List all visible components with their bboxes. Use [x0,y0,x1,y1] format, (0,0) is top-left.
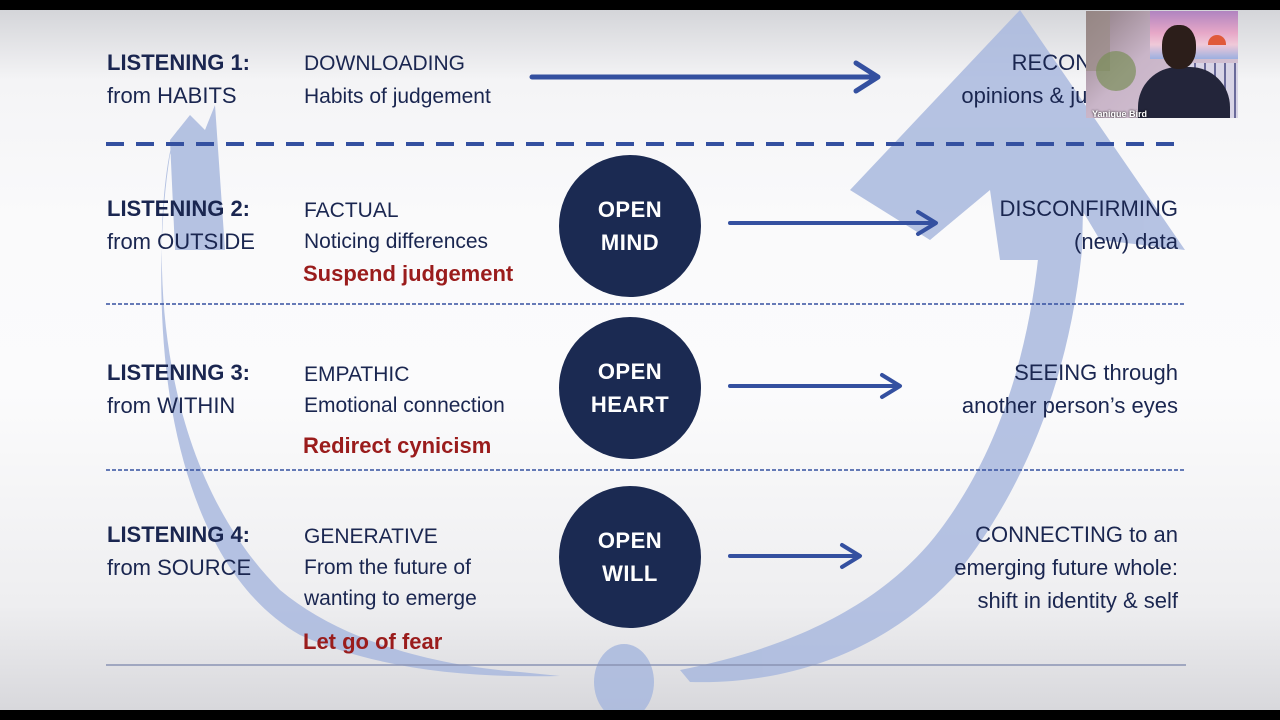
row-1-mode: DOWNLOADING [304,52,466,75]
arrow-row-3 [728,373,902,399]
video-background-sun [1208,35,1226,45]
circle-open-heart-line-2: HEART [590,392,670,417]
participant-head [1162,25,1196,69]
row-2-level-source: from OUTSIDE [107,229,255,254]
row-1-level-title: LISTENING 1: [107,50,251,75]
slide-graphics [106,10,1186,710]
circle-open-heart-line-1: OPEN [597,359,663,384]
row-4-level-title: LISTENING 4: [107,522,251,547]
row-3-level-source: from WITHIN [107,393,236,418]
row-4-outcome-line-1: CONNECTING to an [975,522,1178,547]
circle-open-heart: OPEN HEART [559,317,701,459]
row-4-mode: GENERATIVE [304,525,438,548]
video-background-plant [1096,51,1136,91]
row-3-description: Emotional connection [304,394,505,417]
participant-body [1138,67,1230,118]
circle-open-will-line-2: WILL [602,561,658,586]
circle-open-mind-line-2: MIND [600,230,660,255]
arrow-row-1 [529,60,881,94]
row-3-action: Redirect cynicism [303,433,492,458]
brush-bottom-dot [594,644,654,710]
slide: LISTENING 1: from HABITS DOWNLOADING Hab… [0,10,1280,710]
participant-video-tile[interactable]: Yanique Bird [1086,11,1238,118]
row-2-level-title: LISTENING 2: [107,196,251,221]
row-4-level-source: from SOURCE [107,555,252,580]
row-2-description: Noticing differences [304,230,489,253]
row-2-outcome-line-1: DISCONFIRMING [999,196,1178,221]
row-2-mode: FACTUAL [304,199,399,222]
row-2-action: Suspend judgement [303,261,514,286]
circle-open-will-line-1: OPEN [597,528,663,553]
row-4-action: Let go of fear [303,629,443,654]
letterbox-top [0,0,1280,10]
row-3-level-title: LISTENING 3: [107,360,251,385]
row-3-outcome-line-2: another person’s eyes [961,393,1178,418]
arrow-row-2 [728,210,938,236]
row-4-outcome-line-3: shift in identity & self [977,588,1178,613]
row-2-outcome-line-2: (new) data [1074,229,1178,254]
circle-open-mind-line-1: OPEN [597,197,663,222]
circle-open-mind: OPEN MIND [559,155,701,297]
circle-open-will: OPEN WILL [559,486,701,628]
brush-u-arrow [161,10,1185,710]
row-1-level-source: from HABITS [107,83,237,108]
row-3-mode: EMPATHIC [304,363,410,386]
brush-arrow-head [850,10,1185,260]
row-4-description-line-2: wanting to emerge [304,587,477,610]
row-1-description: Habits of judgement [304,85,491,108]
participant-name-label: Yanique Bird [1092,109,1148,118]
row-4-description-line-1: From the future of [304,556,471,579]
row-3-outcome-line-1: SEEING through [1014,360,1178,385]
brush-left-top [170,105,225,250]
letterbox-bottom [0,710,1280,720]
row-4-outcome-line-2: emerging future whole: [954,555,1178,580]
arrow-row-4 [728,543,862,569]
